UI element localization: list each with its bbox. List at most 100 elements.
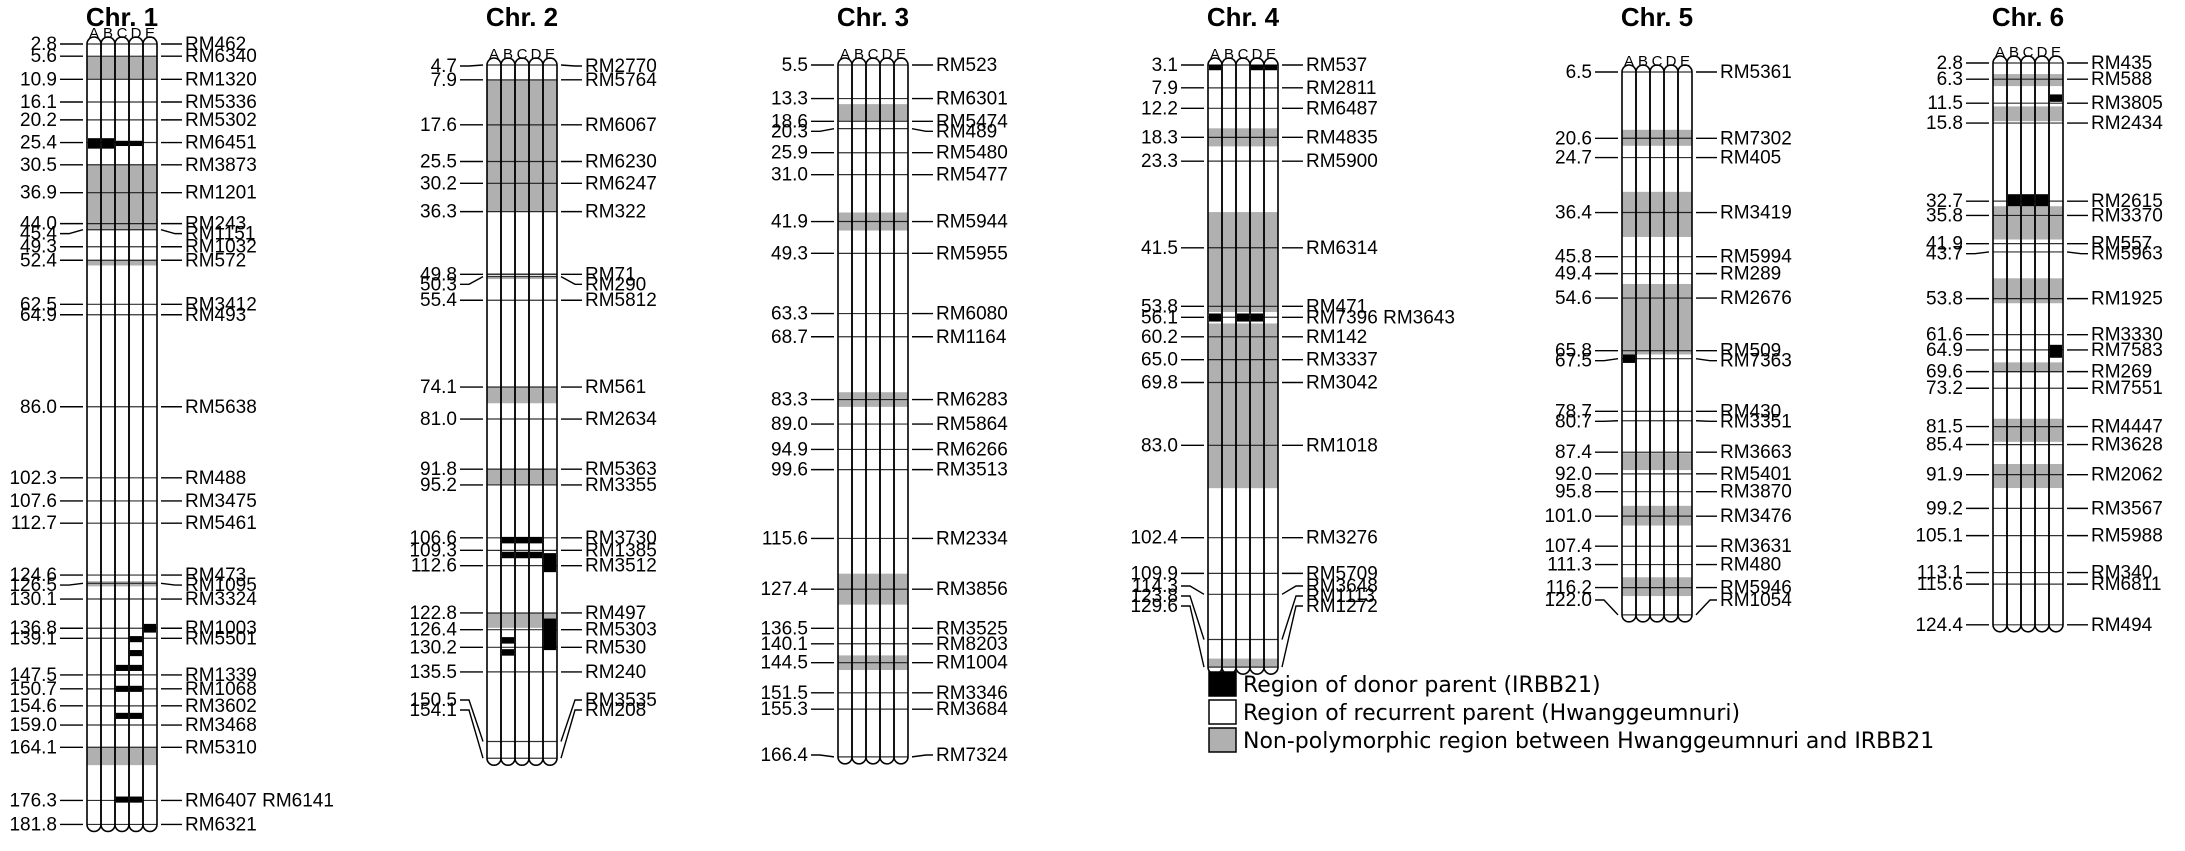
position-label: 55.4	[420, 290, 457, 311]
marker-leader	[911, 754, 933, 758]
marker-leader	[1695, 420, 1717, 423]
strain-label-A: A	[89, 25, 99, 42]
strain-rail-E	[2048, 55, 2064, 633]
position-label: 41.5	[1141, 238, 1178, 259]
position-label: 25.4	[20, 133, 57, 154]
donor-region-B	[102, 138, 114, 149]
strain-label-A: A	[1995, 44, 2005, 61]
position-label: 124.4	[1915, 615, 1963, 636]
position-leader	[1181, 605, 1205, 668]
position-label: 45.8	[1555, 247, 1592, 268]
position-label: 32.7	[1926, 191, 1963, 212]
nonpolymorphic-region	[487, 612, 557, 628]
position-label: 154.6	[9, 696, 57, 717]
donor-region-B	[502, 551, 514, 559]
position-label: 4.7	[431, 56, 457, 77]
marker-label: RM5812	[585, 290, 657, 311]
position-label: 135.5	[409, 662, 457, 683]
marker-label: RM5461	[185, 513, 257, 534]
marker-label: RM5303	[585, 620, 657, 641]
position-label: 20.2	[20, 110, 57, 131]
position-label: 130.2	[409, 637, 457, 658]
position-label: 31.0	[771, 165, 808, 186]
position-leader	[1595, 358, 1619, 362]
marker-label: RM5310	[185, 737, 257, 758]
strain-label-E: E	[1680, 53, 1690, 70]
position-label: 25.9	[771, 143, 808, 164]
marker-leader	[560, 64, 582, 67]
marker-label: RM5994	[1720, 247, 1792, 268]
position-label: 89.0	[771, 414, 808, 435]
position-label: 159.0	[9, 715, 57, 736]
marker-label: RM480	[1720, 555, 1781, 576]
donor-region-D	[530, 551, 542, 559]
marker-label: RM1068	[185, 679, 257, 700]
position-label: 83.0	[1141, 435, 1178, 456]
position-label: 109.3	[409, 540, 457, 561]
marker-leader	[560, 699, 582, 742]
marker-leader	[1695, 599, 1717, 616]
position-label: 56.1	[1141, 307, 1178, 328]
strain-rail-D	[128, 36, 144, 833]
marker-label: RM269	[2091, 362, 2152, 383]
marker-label: RM557	[2091, 234, 2152, 255]
position-label: 144.5	[760, 653, 808, 674]
strain-label-C: C	[2023, 44, 2034, 61]
marker-label: RM322	[585, 202, 646, 223]
position-label: 6.3	[1937, 69, 1963, 90]
position-label: 69.8	[1141, 372, 1178, 393]
donor-region-E	[2050, 344, 2062, 358]
marker-label: RM3324	[185, 589, 257, 610]
position-label: 7.9	[431, 70, 457, 91]
marker-label: RM473	[185, 565, 246, 586]
marker-label: RM3419	[1720, 203, 1792, 224]
marker-label: RM5480	[936, 143, 1008, 164]
marker-leader	[2066, 251, 2088, 255]
marker-label: RM493	[185, 305, 246, 326]
marker-label: RM3276	[1306, 528, 1378, 549]
marker-label: RM5709	[1306, 563, 1378, 584]
legend-swatch-nonpoly	[1208, 727, 1237, 753]
donor-region-E	[1265, 65, 1277, 71]
marker-label: RM142	[1306, 327, 1367, 348]
marker-label: RM6283	[936, 390, 1008, 411]
strain-label-C: C	[1652, 53, 1663, 70]
position-label: 20.6	[1555, 128, 1592, 149]
marker-label: RM7363	[1720, 351, 1792, 372]
nonpolymorphic-region	[1622, 191, 1692, 237]
donor-region-A	[88, 138, 100, 149]
marker-label: RM7324	[936, 745, 1008, 766]
donor-region-B	[2008, 194, 2020, 207]
position-label: 30.5	[20, 155, 57, 176]
position-label: 111.3	[1547, 555, 1592, 576]
position-label: 150.5	[409, 690, 457, 711]
position-label: 13.3	[771, 89, 808, 110]
strain-label-D: D	[131, 25, 142, 42]
position-label: 81.0	[420, 409, 457, 430]
marker-label: RM561	[585, 377, 646, 398]
marker-label: RM3663	[1720, 442, 1792, 463]
marker-label: RM2676	[1720, 288, 1792, 309]
position-label: 67.5	[1555, 351, 1592, 372]
marker-label: RM3856	[936, 579, 1008, 600]
marker-label: RM6067	[585, 115, 657, 136]
position-label: 78.7	[1555, 401, 1592, 422]
marker-label: RM3412	[185, 294, 257, 315]
marker-label: RM3512	[585, 556, 657, 577]
chromosome-title: Chr. 1	[86, 2, 158, 32]
position-label: 17.6	[420, 115, 457, 136]
marker-label: RM572	[185, 250, 246, 271]
marker-label: RM537	[1306, 55, 1367, 76]
marker-label: RM1004	[936, 653, 1008, 674]
chromosome-title: Chr. 3	[837, 2, 909, 32]
position-label: 102.3	[9, 468, 57, 489]
donor-region-E	[2050, 94, 2062, 102]
strain-rail-E	[893, 57, 909, 765]
marker-label: RM3042	[1306, 372, 1378, 393]
marker-label: RM1320	[185, 69, 257, 90]
position-label: 64.9	[20, 305, 57, 326]
donor-region-C	[116, 140, 128, 147]
marker-label: RM2615	[2091, 191, 2163, 212]
